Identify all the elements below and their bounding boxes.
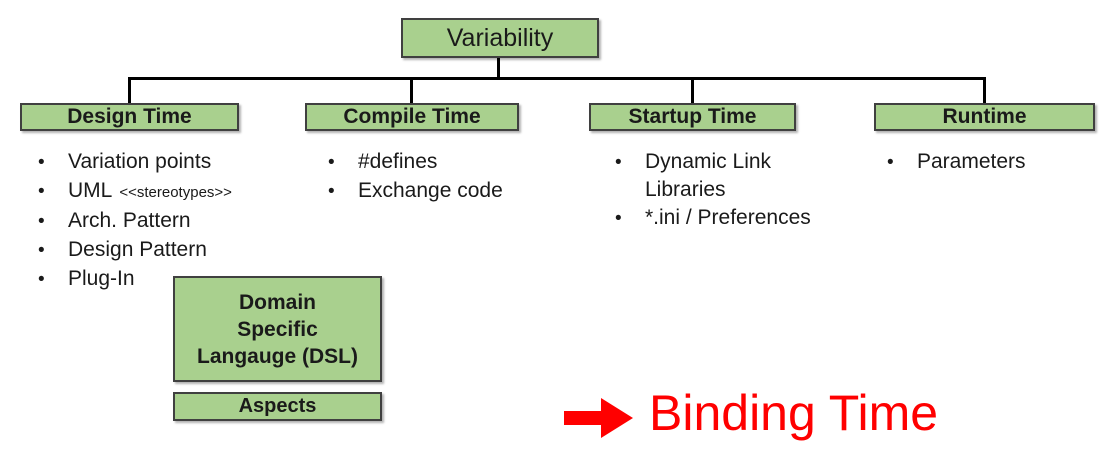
root-box-variability: Variability [401, 18, 599, 58]
list-item: • UML <<stereotypes>> [38, 177, 318, 207]
list-item: • Design Pattern [38, 236, 318, 265]
connector-drop-runtime [983, 77, 986, 103]
root-box-label: Variability [446, 23, 554, 52]
list-item-text: #defines [358, 150, 438, 173]
bullet-icon: • [328, 181, 335, 202]
dsl-box-line: Specific [237, 317, 318, 341]
connector-drop-compile [410, 77, 413, 103]
list-item: • Variation points [38, 148, 318, 177]
connector-drop-startup [691, 77, 694, 103]
connector-root-stem [497, 58, 500, 78]
connector-horizontal-bar [128, 77, 986, 80]
bullet-icon: • [38, 269, 45, 290]
list-item: • Arch. Pattern [38, 207, 318, 236]
bullet-icon: • [38, 181, 45, 202]
list-item-text: Parameters [917, 150, 1026, 173]
list-item-text: UML [68, 179, 113, 202]
aspects-box-label: Aspects [238, 395, 317, 417]
bullet-icon: • [615, 208, 622, 229]
list-item-text: Design Pattern [68, 238, 207, 261]
header-box-startup-time: Startup Time [589, 103, 796, 131]
header-label-startup-time: Startup Time [628, 105, 757, 128]
list-item-text: *.ini / Preferences [645, 206, 811, 229]
header-label-compile-time: Compile Time [343, 105, 481, 128]
list-item: • #defines [328, 148, 568, 177]
header-box-compile-time: Compile Time [305, 103, 519, 131]
list-item: • Parameters [887, 148, 1097, 177]
startup-time-list: • Dynamic Link Libraries • *.ini / Prefe… [615, 148, 850, 233]
dsl-box-line: Langauge (DSL) [197, 344, 358, 368]
dsl-box-line: Domain [238, 290, 316, 314]
connector-drop-design [128, 77, 131, 103]
list-item-text: Variation points [68, 150, 212, 173]
list-item-text: Exchange code [358, 179, 503, 202]
list-item-suffix: <<stereotypes>> [119, 184, 232, 201]
runtime-list: • Parameters [887, 148, 1097, 177]
list-item-text: Plug-In [68, 267, 135, 290]
bullet-icon: • [615, 152, 622, 173]
list-item: • Exchange code [328, 177, 568, 206]
list-item-text: Dynamic Link Libraries [645, 150, 777, 201]
aspects-box: Aspects [173, 392, 382, 421]
bullet-icon: • [38, 240, 45, 261]
right-arrow-icon [564, 398, 633, 438]
binding-time-label: Binding Time [649, 385, 939, 441]
header-box-design-time: Design Time [20, 103, 239, 131]
list-item: • Dynamic Link Libraries [615, 148, 850, 204]
dsl-box: Domain Specific Langauge (DSL) [173, 276, 382, 382]
design-time-list: • Variation points • UML <<stereotypes>>… [38, 148, 318, 294]
header-label-runtime: Runtime [942, 105, 1027, 128]
bullet-icon: • [38, 152, 45, 173]
header-label-design-time: Design Time [67, 105, 192, 128]
bullet-icon: • [887, 152, 894, 173]
compile-time-list: • #defines • Exchange code [328, 148, 568, 206]
list-item-text: Arch. Pattern [68, 209, 191, 232]
header-box-runtime: Runtime [874, 103, 1095, 131]
list-item: • *.ini / Preferences [615, 204, 850, 233]
bullet-icon: • [38, 211, 45, 232]
list-item: • Plug-In [38, 265, 318, 294]
bullet-icon: • [328, 152, 335, 173]
